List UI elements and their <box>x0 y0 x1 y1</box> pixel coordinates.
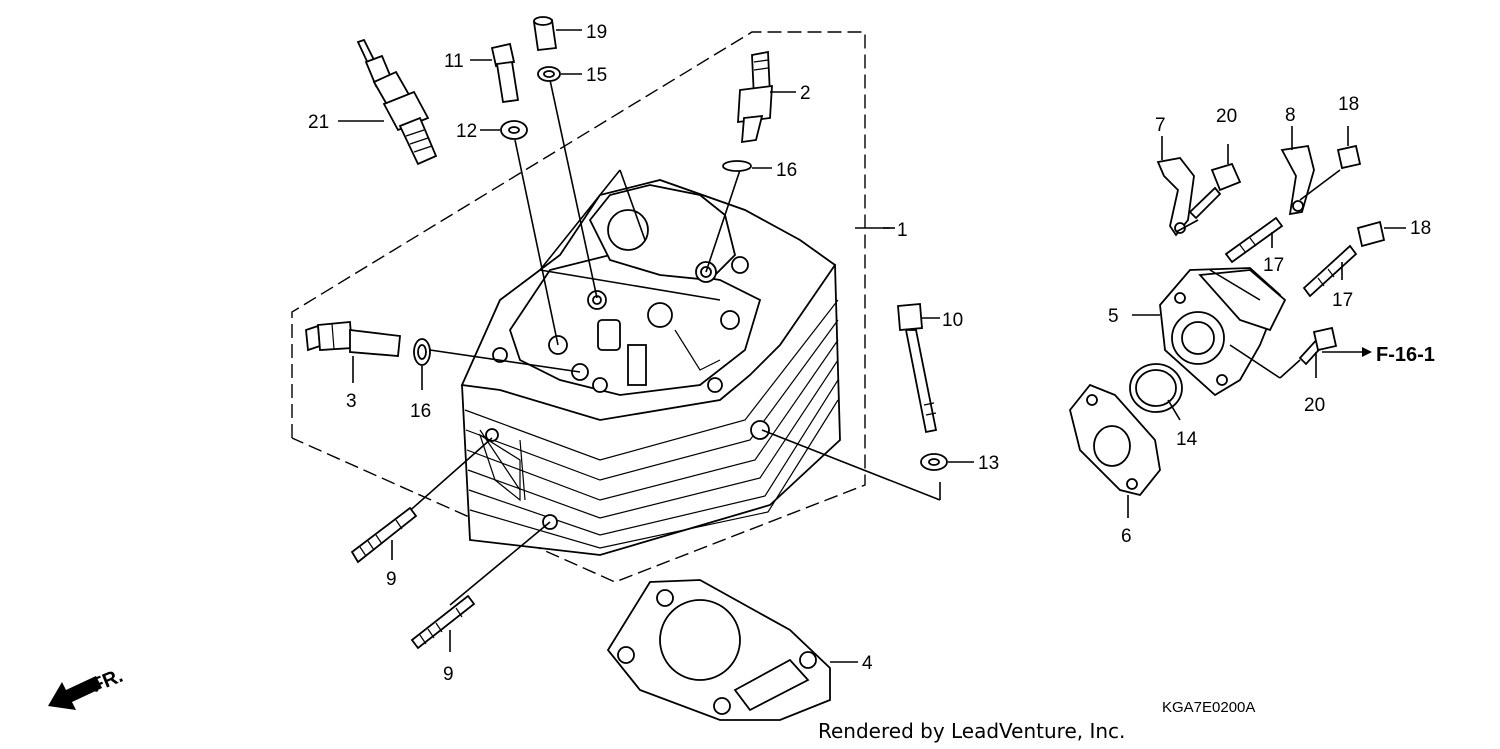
stud-bolt-9-upper[interactable] <box>350 506 418 564</box>
insulator-5[interactable] <box>1159 267 1287 397</box>
callout-9-upper: 9 <box>386 569 397 590</box>
nut-18-top[interactable] <box>1336 144 1362 170</box>
callout-1: 1 <box>897 220 908 241</box>
callout-18-top: 18 <box>1338 94 1359 115</box>
intake-gasket-6[interactable] <box>1069 383 1161 497</box>
callout-16-left: 16 <box>410 401 431 422</box>
callout-2: 2 <box>800 83 811 104</box>
callout-8: 8 <box>1285 105 1296 126</box>
credit-text: Rendered by LeadVenture, Inc. <box>818 719 1125 743</box>
callout-labels: 1 2 3 4 5 6 7 8 9 9 10 11 12 13 14 15 16 <box>88 22 1435 743</box>
cylinder-head-gasket-4[interactable] <box>606 579 831 721</box>
stud-17-upper[interactable] <box>1224 216 1284 264</box>
callout-19: 19 <box>586 22 607 43</box>
nut-18-right[interactable] <box>1356 220 1386 248</box>
clamp-8[interactable] <box>1280 144 1315 216</box>
callout-10: 10 <box>942 310 963 331</box>
callout-17-lower: 17 <box>1332 290 1353 311</box>
callout-18-right: 18 <box>1410 218 1431 239</box>
callout-11: 11 <box>444 51 464 72</box>
washer-16-left[interactable] <box>413 338 431 366</box>
callout-15: 15 <box>586 65 607 86</box>
stud-bolt-9-lower[interactable] <box>410 594 476 650</box>
temperature-sensor-3[interactable] <box>305 321 401 357</box>
bolt-10[interactable] <box>897 303 938 434</box>
callout-3: 3 <box>346 391 357 412</box>
intake-leader-lines <box>1175 169 1372 379</box>
bolt-20-right[interactable] <box>1298 326 1338 366</box>
washer-13[interactable] <box>920 453 948 471</box>
cylinder-head-assembly-outline <box>291 31 866 583</box>
o-ring-14[interactable] <box>1129 363 1183 413</box>
dowel-pin-19[interactable] <box>532 16 558 51</box>
sensor-2[interactable] <box>737 50 773 144</box>
callout-6: 6 <box>1121 526 1132 547</box>
callout-20-right: 20 <box>1304 395 1325 416</box>
cylinder-head[interactable] <box>460 179 841 556</box>
front-arrow-icon <box>48 676 102 710</box>
diagram-code: KGA7E0200A <box>1162 699 1255 716</box>
callout-21: 21 <box>308 112 329 133</box>
washer-16-top[interactable] <box>722 160 752 172</box>
o-ring-15[interactable] <box>537 66 561 82</box>
callout-16-top: 16 <box>776 160 797 181</box>
callout-12: 12 <box>456 121 477 142</box>
callout-20-top: 20 <box>1216 106 1237 127</box>
callout-17-upper: 17 <box>1263 255 1284 276</box>
callout-5: 5 <box>1108 306 1119 327</box>
front-label: FR. <box>88 665 126 697</box>
reference-f-16-1: F-16-1 <box>1376 344 1435 366</box>
callout-9-lower: 9 <box>443 664 454 685</box>
bolt-20-top[interactable] <box>1188 162 1242 220</box>
washer-12[interactable] <box>500 120 528 140</box>
spark-plug[interactable] <box>356 38 438 166</box>
clamp-7[interactable] <box>1156 157 1195 237</box>
callout-14: 14 <box>1176 429 1198 450</box>
callout-7: 7 <box>1155 115 1166 136</box>
stud-17-lower[interactable] <box>1302 244 1358 298</box>
callout-13: 13 <box>978 453 999 474</box>
callout-4: 4 <box>862 653 873 674</box>
bolt-11[interactable] <box>490 42 520 104</box>
